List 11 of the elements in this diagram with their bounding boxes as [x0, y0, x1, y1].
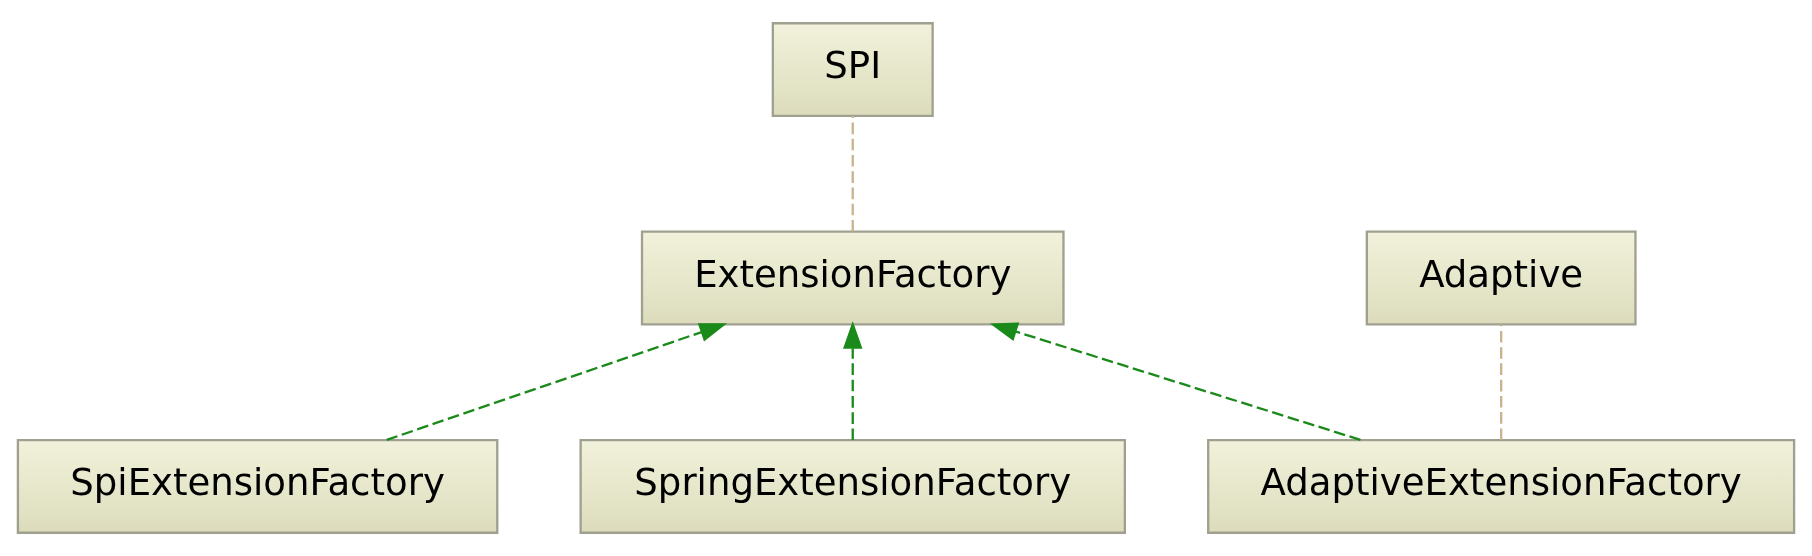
arrow [989, 322, 1361, 441]
connector [1500, 324, 1503, 440]
node-box: Adaptive [1365, 230, 1637, 326]
arrow [843, 320, 863, 440]
node-box: SpringExtensionFactory [579, 438, 1126, 534]
node-box: SpiExtensionFactory [16, 438, 499, 534]
node-box: SPI [771, 22, 934, 118]
node-box: AdaptiveExtensionFactory [1207, 438, 1796, 534]
connector [851, 116, 854, 232]
node-box: ExtensionFactory [640, 230, 1065, 326]
arrow [386, 323, 728, 441]
